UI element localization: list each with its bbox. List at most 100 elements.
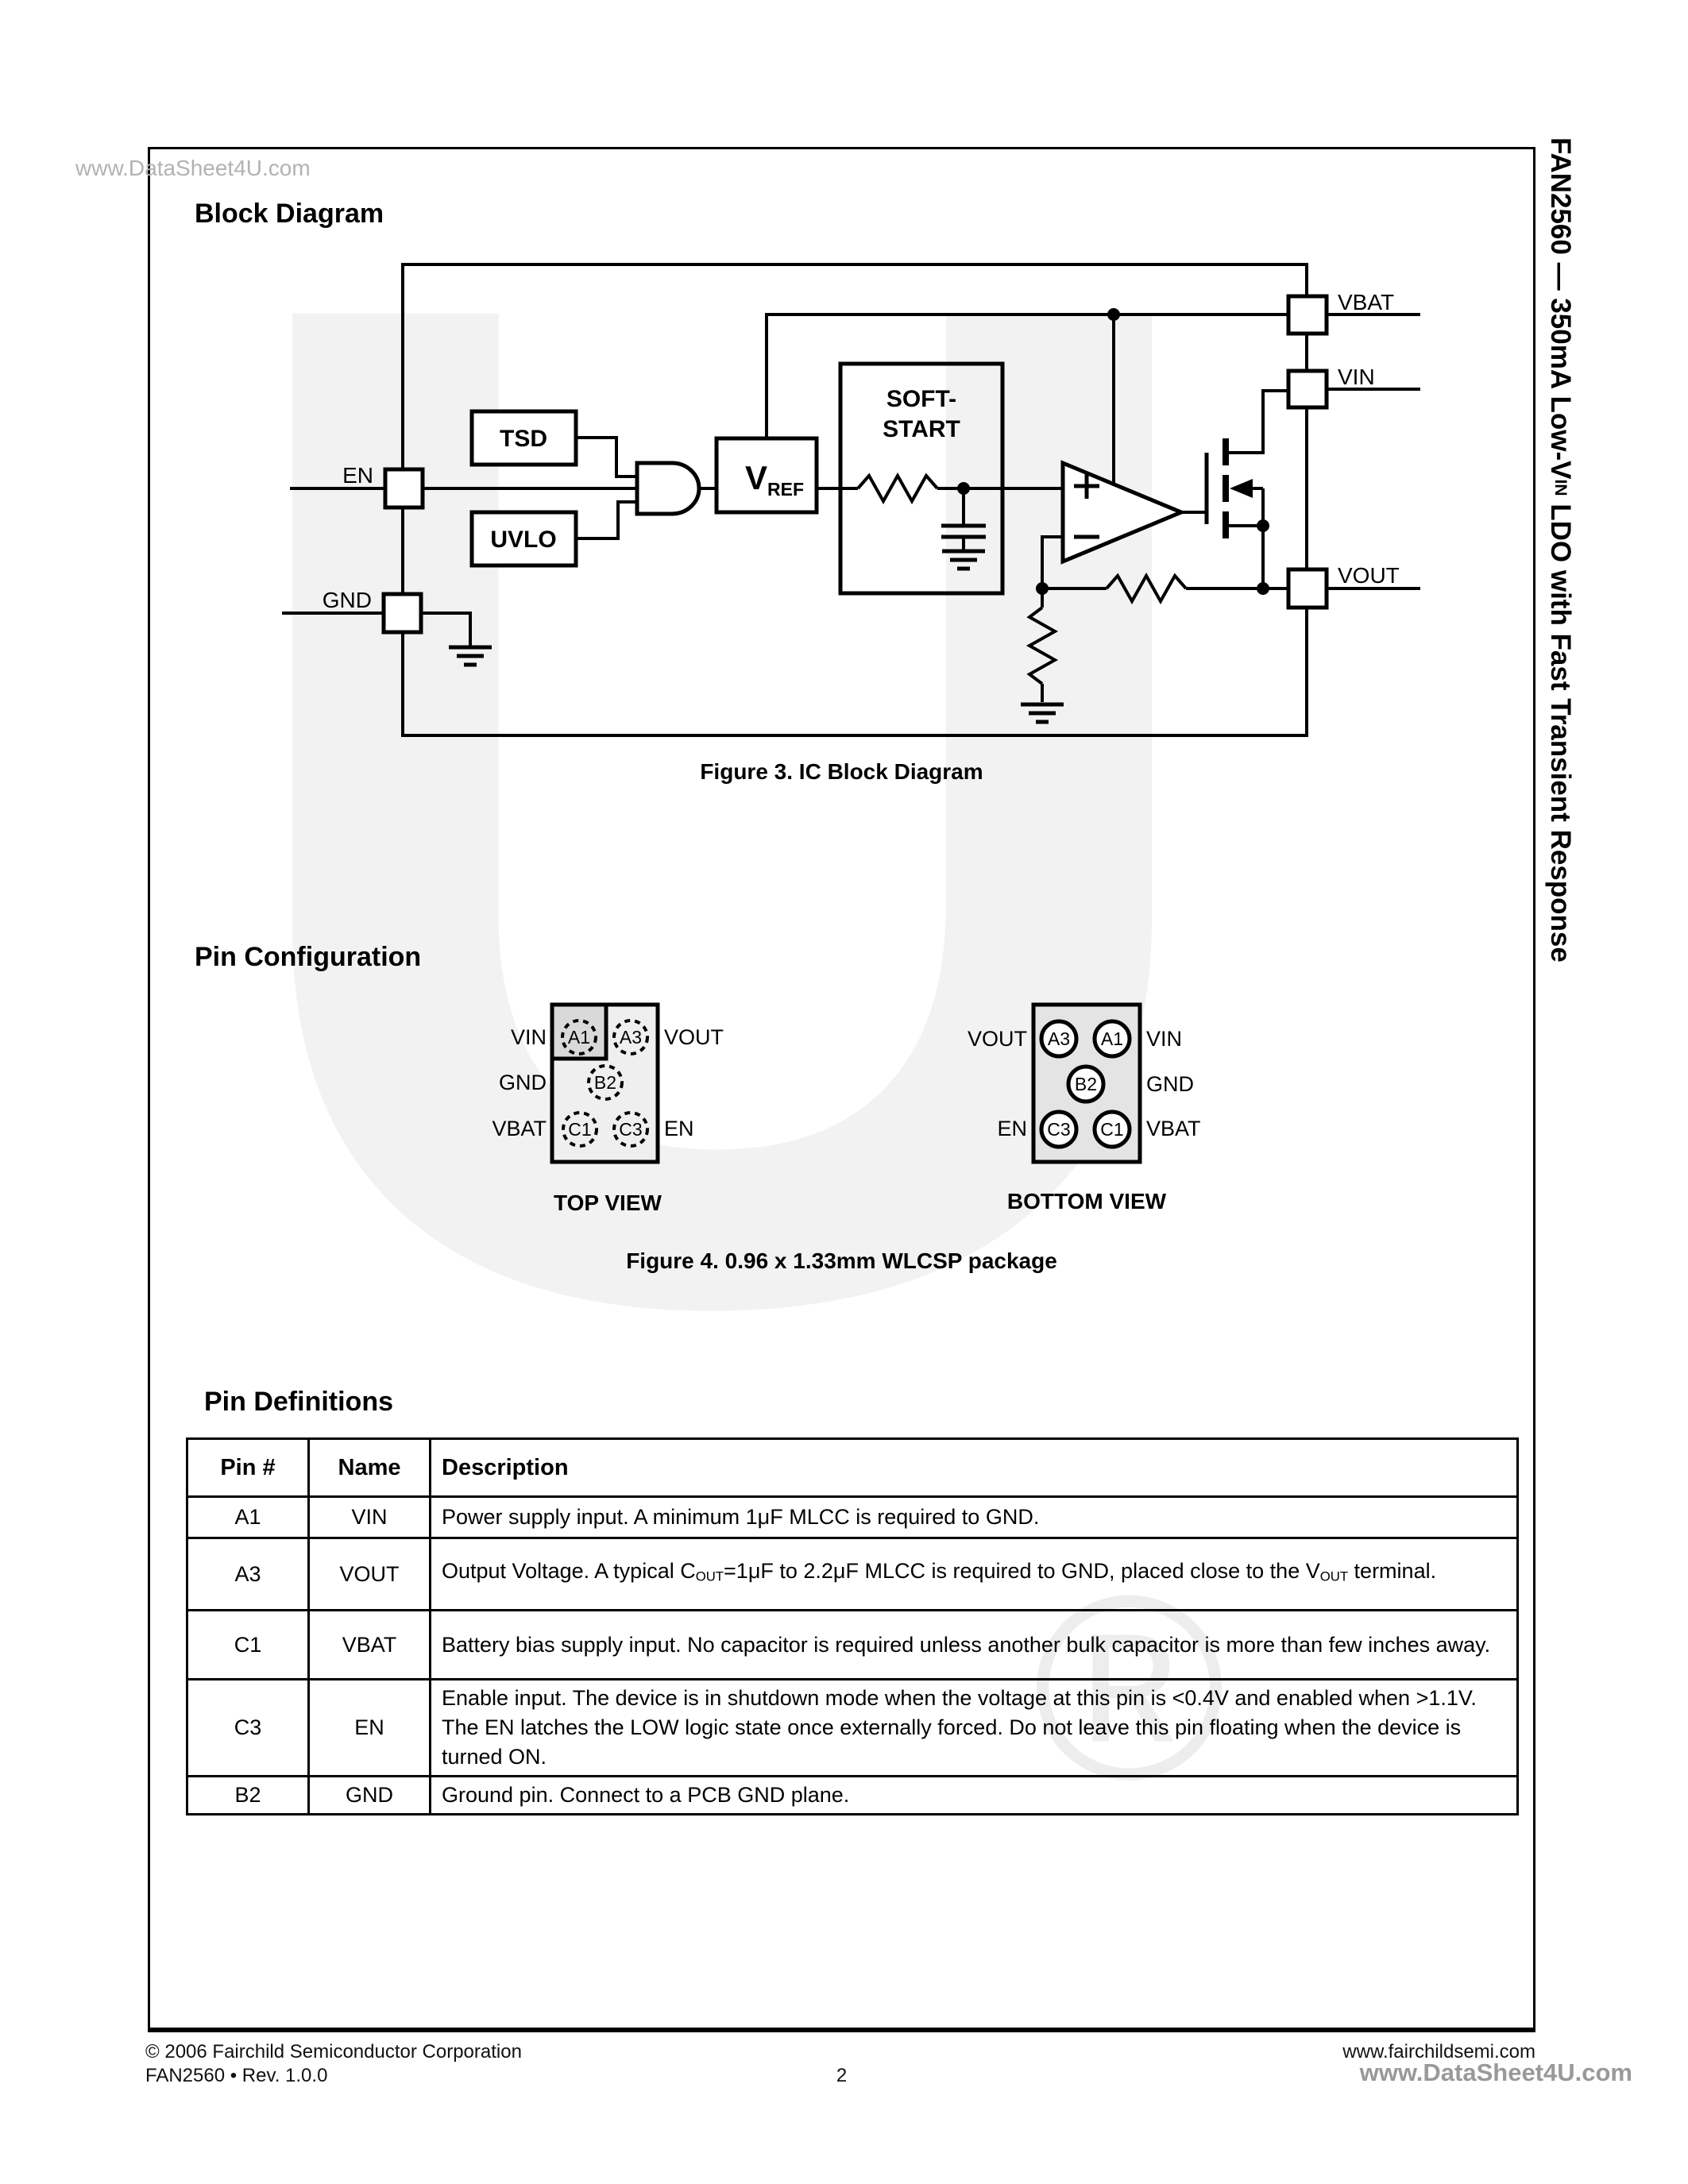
vout-pin-pad xyxy=(1286,567,1329,610)
soft-start-block xyxy=(838,361,1005,596)
top-view-vout-label: VOUT xyxy=(664,1025,724,1049)
bottom-pad-c3-label: C3 xyxy=(1047,1119,1070,1140)
package-bottom-view: A3 A1 B2 C3 C1 VOUT VIN GND EN VBAT BOTT… xyxy=(968,1002,1201,1214)
top-view-a1-quadrant xyxy=(550,1002,608,1061)
top-pad-b2 xyxy=(587,1064,624,1101)
bottom-pad-b2 xyxy=(1066,1064,1106,1104)
vin-pin-pad xyxy=(1286,369,1329,410)
top-pad-c1 xyxy=(562,1111,598,1148)
top-pad-c3-label: C3 xyxy=(619,1119,642,1140)
soft-start-ground-symbol xyxy=(942,549,985,571)
top-view-caption: TOP VIEW xyxy=(554,1190,662,1215)
top-view-vbat-label: VBAT xyxy=(492,1117,547,1140)
description-cell: Power supply input. A minimum 1μF MLCC i… xyxy=(429,1495,1519,1539)
top-pad-a1-label: A1 xyxy=(568,1027,590,1048)
top-pad-a3-label: A3 xyxy=(620,1027,642,1048)
top-pad-c1-label: C1 xyxy=(568,1119,591,1140)
table-header-row: Pin # Name Description xyxy=(186,1437,1519,1498)
pmos-pass-transistor xyxy=(1181,389,1288,595)
tsd-label: TSD xyxy=(500,426,547,452)
name-cell: EN xyxy=(307,1678,431,1777)
datasheet4u-logo-watermark: U xyxy=(207,4,1239,1600)
vout-junction-dot xyxy=(1257,582,1269,595)
table-row: C1 VBAT Battery bias supply input. No ca… xyxy=(186,1609,1519,1680)
gnd-ground-symbol xyxy=(449,645,492,667)
sidebar-part-title: FAN2560 — 350mA Low-VIN LDO with Fast Tr… xyxy=(1544,137,1576,963)
soft-start-capacitor xyxy=(941,488,986,550)
table-row: B2 GND Ground pin. Connect to a PCB GND … xyxy=(186,1775,1519,1815)
bottom-pad-a3 xyxy=(1039,1019,1079,1059)
footer-website-link[interactable]: www.fairchildsemi.com xyxy=(1342,2041,1535,2062)
package-top-view: A1 A3 B2 C1 C3 VIN VOUT GND VBAT EN TOP … xyxy=(492,1002,724,1215)
top-pad-b2-label: B2 xyxy=(594,1072,616,1093)
ic-boundary xyxy=(401,263,1308,737)
pin-cell: B2 xyxy=(186,1775,310,1815)
pin-cell: A3 xyxy=(186,1537,310,1611)
sidebar-title-text: FAN2560 — 350mA Low-V xyxy=(1545,137,1576,480)
uvlo-to-gate-wire xyxy=(576,500,637,540)
pin-number-header: Pin # xyxy=(186,1437,310,1498)
soft-start-label-line2: START xyxy=(883,416,960,442)
tsd-block xyxy=(469,409,578,467)
and-gate xyxy=(635,461,701,516)
en-pin-label: EN xyxy=(342,463,373,488)
bottom-pad-a3-label: A3 xyxy=(1048,1028,1070,1049)
footer-page-number: 2 xyxy=(836,2065,848,2086)
minus-input-wire xyxy=(1041,535,1063,588)
bottom-view-vin-label: VIN xyxy=(1146,1027,1182,1051)
pmos-body-arrow xyxy=(1230,479,1253,498)
table-row: A3 VOUT Output Voltage. A typical COUT=1… xyxy=(186,1537,1519,1611)
sidebar-title-subscript: IN xyxy=(1551,479,1570,496)
bottom-view-vout-label: VOUT xyxy=(968,1027,1027,1051)
watermark-url-top: www.DataSheet4U.com xyxy=(75,156,311,180)
bottom-pad-c1-label: C1 xyxy=(1100,1119,1123,1140)
bottom-view-vbat-label: VBAT xyxy=(1146,1117,1201,1140)
pin-cell: A1 xyxy=(186,1495,310,1539)
vref-block xyxy=(714,436,819,515)
name-cell: VBAT xyxy=(307,1609,431,1680)
table-row: A1 VIN Power supply input. A minimum 1μF… xyxy=(186,1495,1519,1539)
pin-cell: C3 xyxy=(186,1678,310,1777)
pin-name-header: Name xyxy=(307,1437,431,1498)
soft-start-label-line1: SOFT- xyxy=(886,386,956,412)
description-cell: Enable input. The device is in shutdown … xyxy=(429,1678,1519,1777)
bottom-view-caption: BOTTOM VIEW xyxy=(1007,1189,1167,1214)
amp-plus-sign xyxy=(1074,473,1099,499)
vin-pin-label: VIN xyxy=(1338,365,1375,389)
pin-cell: C1 xyxy=(186,1609,310,1680)
footer-doc-revision: FAN2560 • Rev. 1.0.0 xyxy=(145,2065,328,2086)
top-pad-a1 xyxy=(561,1019,597,1055)
en-pin-pad xyxy=(383,467,425,510)
top-view-gnd-label: GND xyxy=(499,1071,547,1094)
pin-definitions-table: Pin # Name Description A1 VIN Power supp… xyxy=(186,1437,1519,1815)
description-cell: Output Voltage. A typical COUT=1μF to 2.… xyxy=(429,1537,1519,1611)
feedback-top-resistor xyxy=(1105,572,1188,605)
footer-copyright: © 2006 Fairchild Semiconductor Corporati… xyxy=(145,2041,522,2062)
top-pad-c3 xyxy=(612,1111,649,1148)
soft-start-resistor xyxy=(856,472,939,505)
top-view-en-label: EN xyxy=(664,1117,694,1140)
table-row: C3 EN Enable input. The device is in shu… xyxy=(186,1678,1519,1777)
page-border xyxy=(148,147,1535,2032)
error-amplifier xyxy=(1060,460,1187,565)
description-cell: Ground pin. Connect to a PCB GND plane. xyxy=(429,1775,1519,1815)
top-view-vin-label: VIN xyxy=(511,1025,547,1049)
description-header: Description xyxy=(429,1437,1519,1498)
footer-datasheet4u-watermark: www.DataSheet4U.com xyxy=(1359,2059,1632,2086)
vbat-pin-label: VBAT xyxy=(1338,290,1394,314)
ic-block-diagram: TSD UVLO VREF SOFT- START EN GND VBAT VI… xyxy=(282,263,1420,737)
bottom-view-gnd-label: GND xyxy=(1146,1072,1194,1096)
tsd-to-gate-wire xyxy=(576,436,637,478)
sidebar-title-text-2: LDO with Fast Transient Response xyxy=(1545,496,1576,963)
uvlo-label: UVLO xyxy=(490,527,556,553)
name-cell: GND xyxy=(307,1775,431,1815)
vbat-bias-wire xyxy=(765,313,1288,438)
gnd-pin-label: GND xyxy=(323,588,372,612)
feedback-bottom-resistor xyxy=(1026,606,1059,685)
name-cell: VOUT xyxy=(307,1537,431,1611)
block-diagram-heading: Block Diagram xyxy=(195,199,384,229)
figure3-caption: Figure 3. IC Block Diagram xyxy=(700,759,983,784)
pin-configuration-heading: Pin Configuration xyxy=(195,942,422,972)
